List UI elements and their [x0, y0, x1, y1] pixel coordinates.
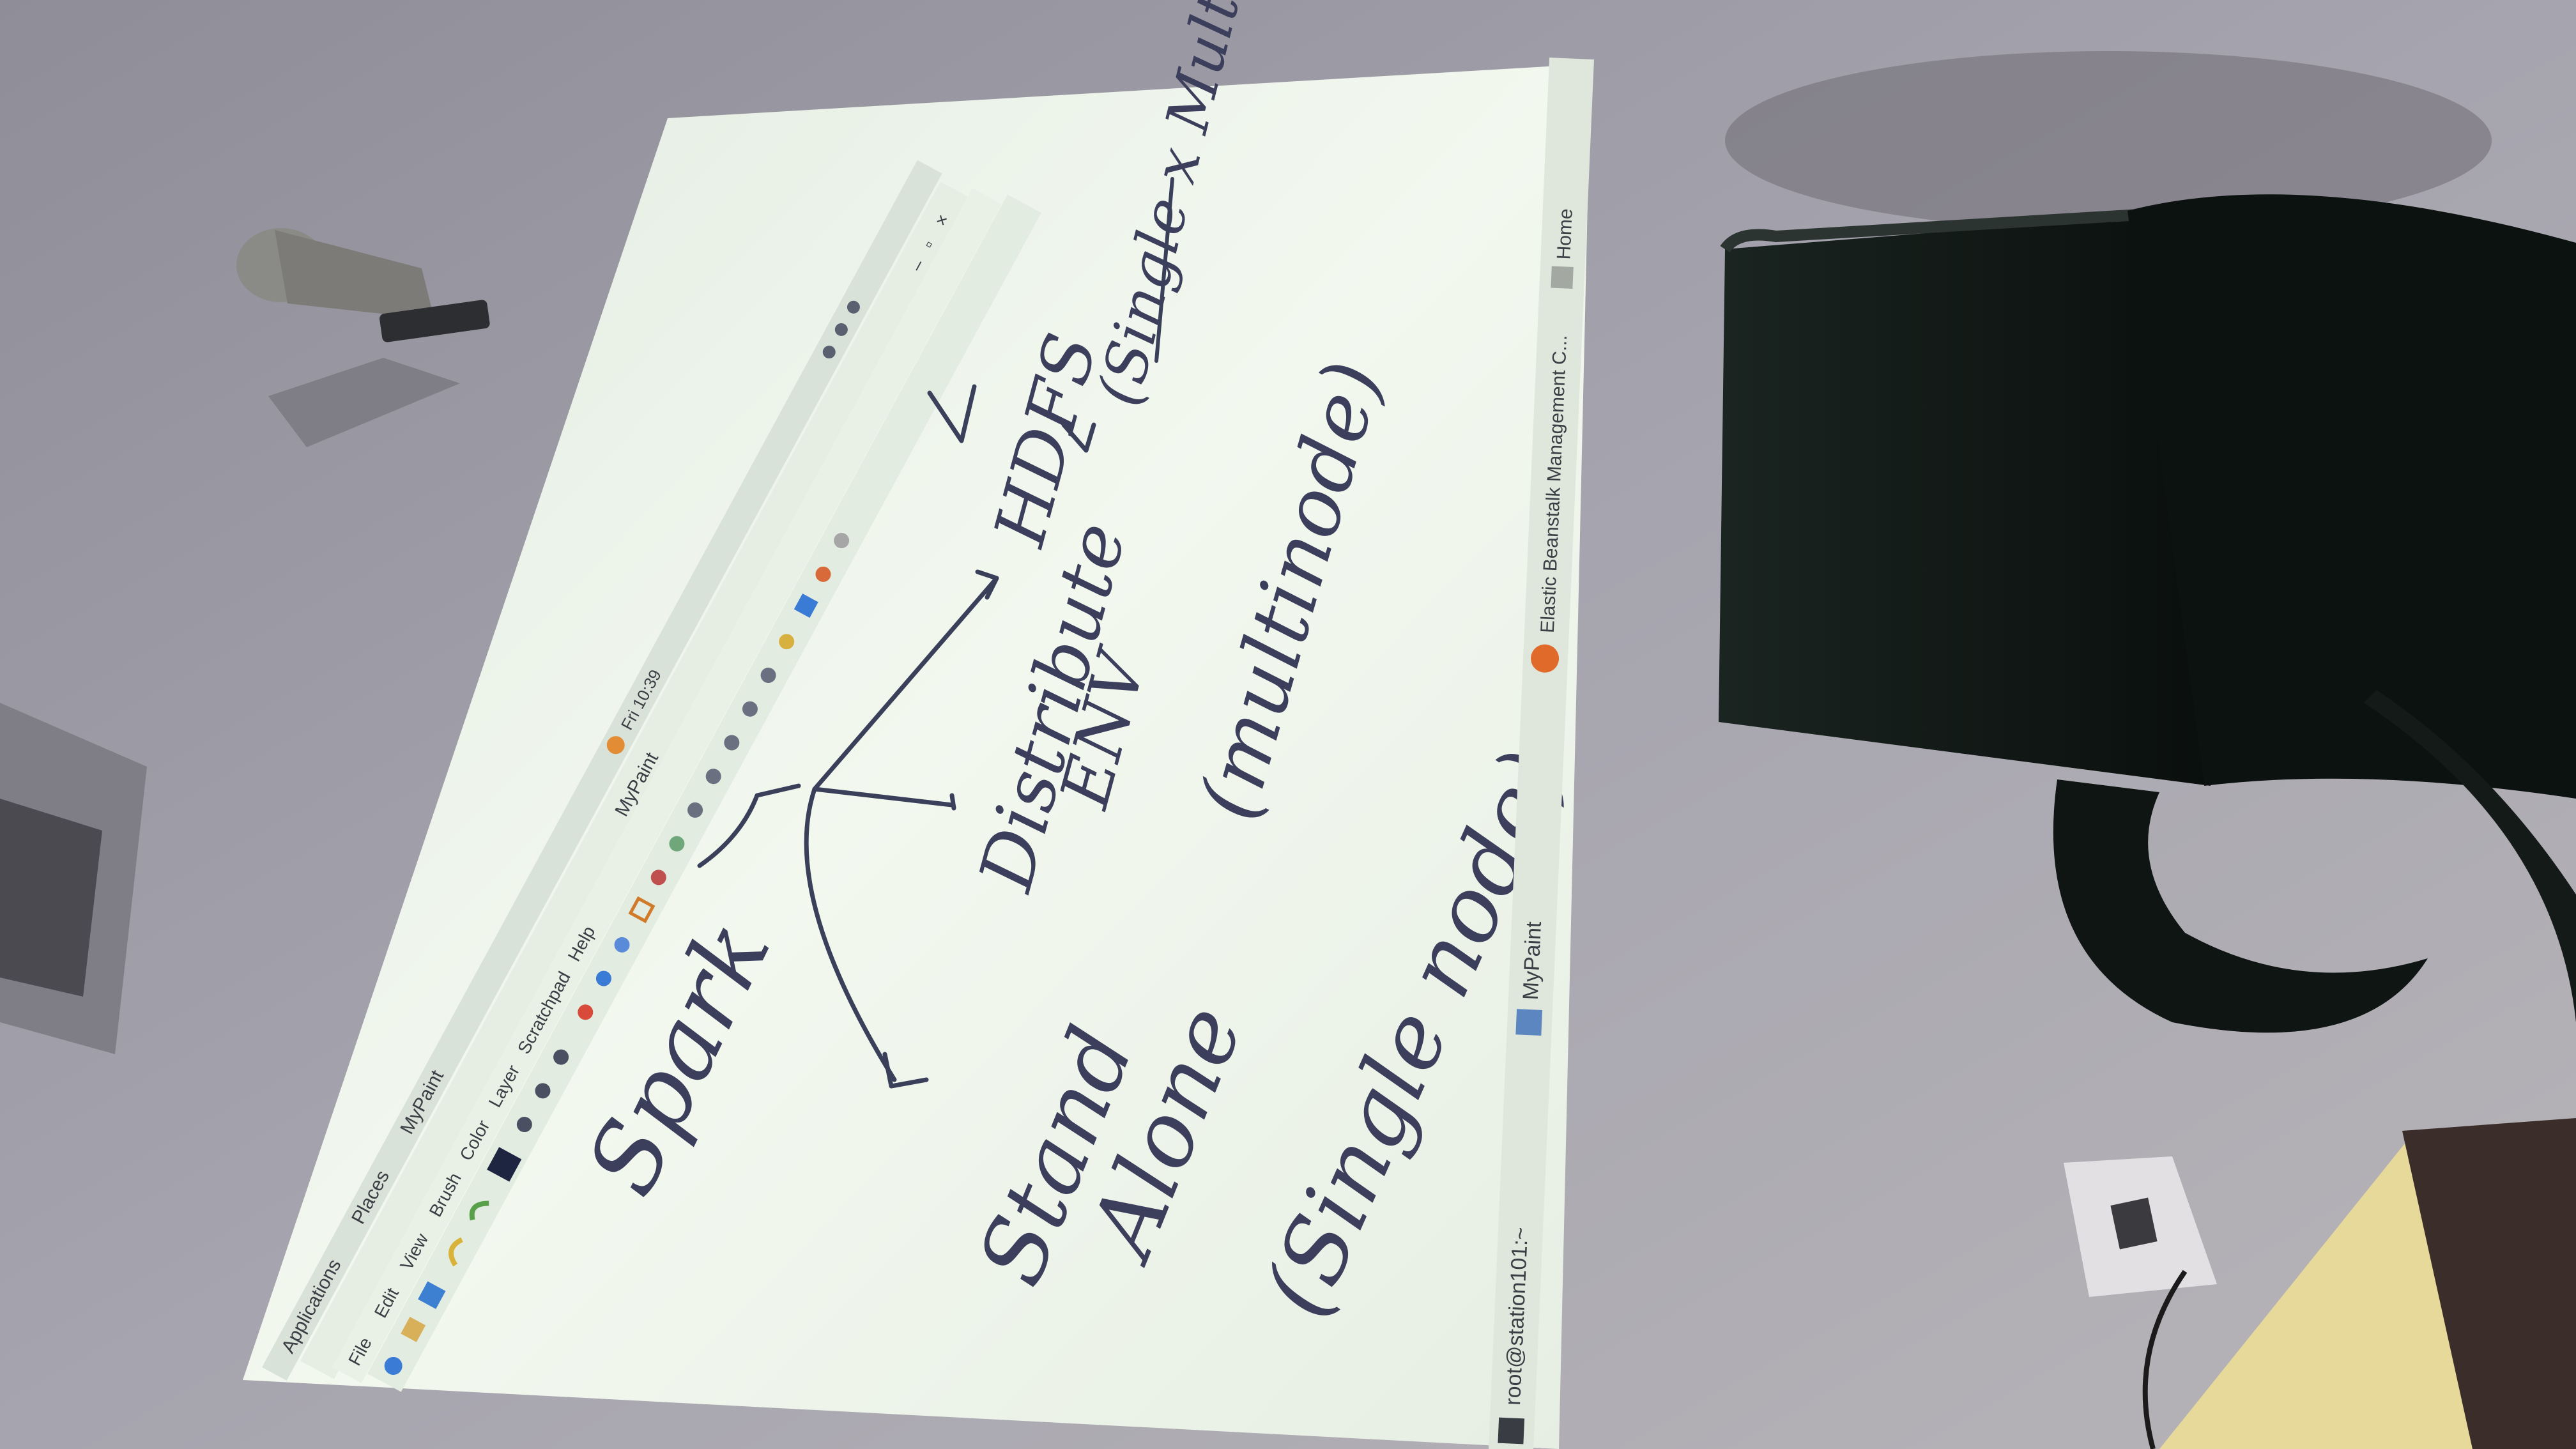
wall-mounted-projector: [236, 228, 490, 447]
terminal-icon: [1498, 1417, 1525, 1445]
color-wheel-icon[interactable]: [776, 631, 797, 652]
firefox-icon: [1531, 644, 1560, 673]
middle-arrowhead: [949, 793, 956, 811]
brush-icon[interactable]: [514, 1114, 535, 1135]
right-branch: [812, 576, 999, 792]
wall-corner-dark: [0, 799, 102, 997]
right-arrowhead: [975, 569, 999, 600]
scratchpad-icon[interactable]: [813, 564, 834, 585]
undo-icon[interactable]: [446, 1237, 468, 1267]
save-icon[interactable]: [418, 1281, 446, 1309]
pen-icon[interactable]: [594, 968, 615, 989]
wall-socket: [2064, 1156, 2217, 1449]
taskbar-home[interactable]: Home: [1553, 208, 1576, 260]
tree-stem: [697, 783, 801, 868]
rotate-icon[interactable]: [703, 766, 724, 787]
symmetry-icon[interactable]: [648, 867, 670, 888]
left-branch: [804, 786, 897, 1082]
projected-desktop: Applications Places MyPaint Fri 10:39 My…: [243, 0, 1595, 1449]
office-chair: [1719, 194, 2576, 1033]
layer-icon[interactable]: [740, 698, 761, 719]
settings-icon[interactable]: [758, 665, 779, 686]
network-icon[interactable]: [820, 343, 838, 360]
desk-object: [2402, 1118, 2576, 1449]
taskbar-mypaint[interactable]: MyPaint: [1519, 921, 1546, 1000]
panel-icon[interactable]: [793, 594, 818, 618]
wall-shadow: [1725, 51, 2492, 230]
left-arrowhead: [882, 1052, 929, 1089]
color-swatch-icon[interactable]: [487, 1147, 522, 1182]
volume-icon[interactable]: [832, 321, 850, 338]
eraser-icon[interactable]: [575, 1002, 596, 1023]
mirror-icon[interactable]: [721, 732, 742, 753]
projection-area: [243, 64, 1591, 1449]
toolbar: [367, 194, 1041, 1392]
new-file-icon[interactable]: [381, 1354, 406, 1378]
tick-mark-hdfs: [927, 384, 977, 443]
frame-icon[interactable]: [628, 896, 656, 923]
browser-status-icon: [606, 736, 625, 755]
fill-icon[interactable]: [611, 935, 632, 956]
fullscreen-icon[interactable]: [831, 530, 852, 551]
redo-icon[interactable]: [469, 1198, 489, 1223]
mypaint-taskbar-icon: [1515, 1009, 1543, 1036]
power-icon[interactable]: [845, 298, 862, 316]
zoom-icon[interactable]: [685, 800, 706, 821]
home-folder-icon: [1551, 266, 1574, 289]
brush-size-icon[interactable]: [532, 1080, 553, 1101]
bottom-taskbar: root@station101:~ MyPaint Elastic Beanst…: [1489, 57, 1595, 1449]
open-file-icon[interactable]: [401, 1316, 426, 1342]
underline: [1154, 177, 1174, 363]
brush-opacity-icon[interactable]: [551, 1046, 572, 1068]
middle-branch: [812, 786, 954, 808]
transform-icon[interactable]: [666, 833, 687, 854]
tick-mark-single-multi: [1061, 422, 1096, 453]
